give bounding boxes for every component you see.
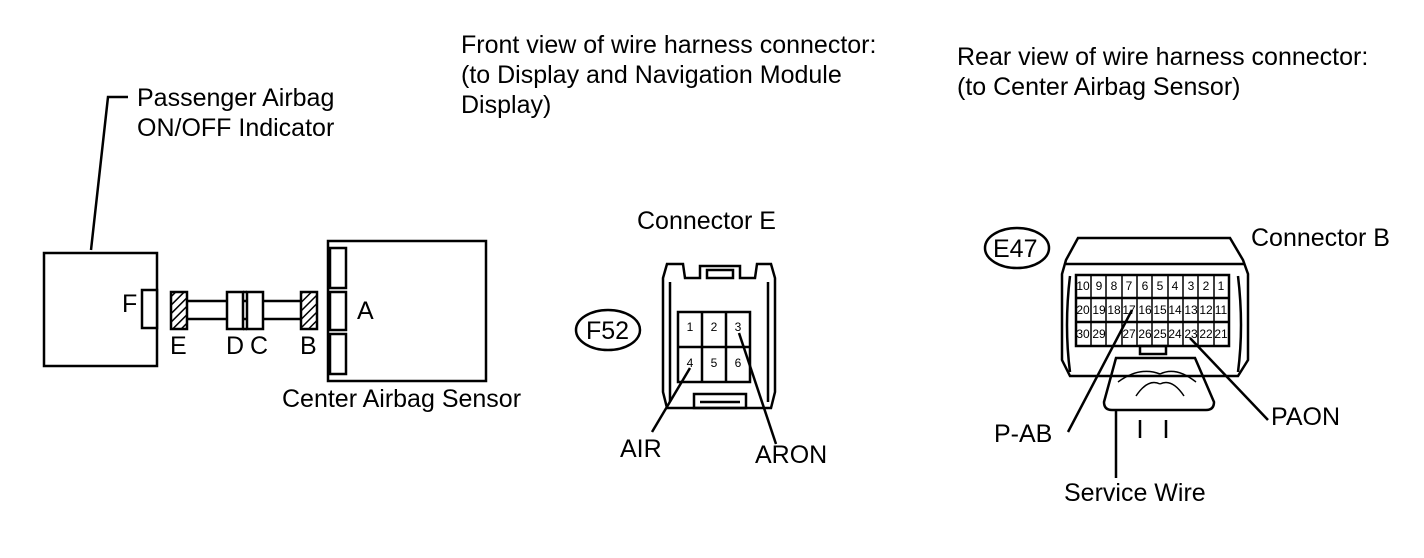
connector-f-label: F — [122, 290, 138, 318]
pin-b-29: 29 — [1092, 327, 1106, 341]
pin-b-9: 9 — [1095, 279, 1103, 293]
pin-b-23: 23 — [1184, 327, 1198, 341]
connector-a-label: A — [357, 297, 374, 325]
pin-b-12: 12 — [1199, 303, 1213, 317]
sensor-slot-1 — [328, 246, 348, 290]
pin-b-4: 4 — [1171, 279, 1179, 293]
connector-b-housing — [1060, 236, 1250, 378]
pin-e-4: 4 — [686, 356, 694, 370]
pin-b-7: 7 — [1125, 279, 1133, 293]
connector-e-name: Connector E — [637, 207, 776, 235]
connector-f-nub — [140, 288, 159, 330]
connector-b-graphics — [983, 226, 1269, 478]
pab-leader-line — [1066, 309, 1134, 433]
pin-air-label: AIR — [620, 435, 662, 463]
pin-b-18: 18 — [1107, 303, 1121, 317]
pin-b-13: 13 — [1184, 303, 1198, 317]
connector-c-block — [245, 290, 265, 331]
pin-e-1: 1 — [686, 320, 694, 334]
pin-b-11: 11 — [1214, 303, 1228, 317]
rear-view-title: Rear view of wire harness connector: (to… — [957, 43, 1369, 101]
service-wire-loop — [1102, 356, 1216, 412]
pin-b-1: 1 — [1217, 279, 1225, 293]
connector-e-latch — [692, 392, 748, 410]
pin-paon-label: PAON — [1271, 403, 1340, 431]
pin-e-2: 2 — [710, 320, 718, 334]
pin-b-3: 3 — [1187, 279, 1195, 293]
pin-e-6: 6 — [734, 356, 742, 370]
connector-e-label: E — [170, 332, 187, 360]
connector-b-key — [1138, 344, 1168, 356]
indicator-box — [42, 251, 159, 368]
connector-b-name: Connector B — [1251, 224, 1390, 252]
pin-b-14: 14 — [1168, 303, 1182, 317]
service-wire-label: Service Wire — [1064, 479, 1206, 507]
pin-b-25: 25 — [1153, 327, 1167, 341]
pin-b-8: 8 — [1110, 279, 1118, 293]
pin-b-15: 15 — [1153, 303, 1167, 317]
pin-b-2: 2 — [1202, 279, 1210, 293]
pin-b-16: 16 — [1138, 303, 1152, 317]
pin-b-17: 17 — [1122, 303, 1136, 317]
aron-leader-line — [737, 332, 778, 445]
connector-c-label: C — [250, 332, 269, 360]
pin-b-5: 5 — [1156, 279, 1164, 293]
pin-b-21: 21 — [1214, 327, 1228, 341]
code-e47: E47 — [993, 235, 1038, 263]
connector-e-plug — [169, 290, 189, 331]
pin-b-20: 20 — [1076, 303, 1090, 317]
sensor-slot-3 — [328, 332, 348, 376]
pin-b-24: 24 — [1168, 327, 1182, 341]
code-e47-ellipse — [983, 226, 1051, 270]
left-diagram-graphics — [42, 95, 488, 383]
front-view-title: Front view of wire harness connector: (t… — [461, 31, 877, 119]
pin-e-5: 5 — [710, 356, 718, 370]
paon-leader-line — [1189, 337, 1269, 421]
connector-b-label: B — [300, 332, 317, 360]
pin-e-3: 3 — [734, 320, 742, 334]
indicator-label: Passenger Airbag ON/OFF Indicator — [137, 84, 335, 142]
code-f52: F52 — [586, 317, 630, 345]
pin-b-19: 19 — [1092, 303, 1106, 317]
code-f52-ellipse — [574, 308, 642, 352]
pin-pab-label: P-AB — [994, 420, 1053, 448]
sensor-box — [326, 239, 488, 383]
pin-b-22: 22 — [1199, 327, 1213, 341]
pin-b-10: 10 — [1076, 279, 1090, 293]
connector-d-label: D — [226, 332, 245, 360]
air-leader-line — [650, 367, 692, 433]
indicator-leader-line — [89, 95, 128, 251]
connector-d-block — [225, 290, 245, 331]
pin-b-30: 30 — [1076, 327, 1090, 341]
sensor-slot-2 — [328, 290, 348, 332]
pin-aron-label: ARON — [755, 441, 828, 469]
connector-b-plug — [299, 290, 319, 331]
connector-e-housing — [661, 262, 777, 410]
pin-b-6: 6 — [1141, 279, 1149, 293]
sensor-label: Center Airbag Sensor — [282, 385, 522, 413]
pin-b-26: 26 — [1138, 327, 1152, 341]
pin-b-27: 27 — [1122, 327, 1136, 341]
connector-e-graphics — [574, 262, 778, 445]
